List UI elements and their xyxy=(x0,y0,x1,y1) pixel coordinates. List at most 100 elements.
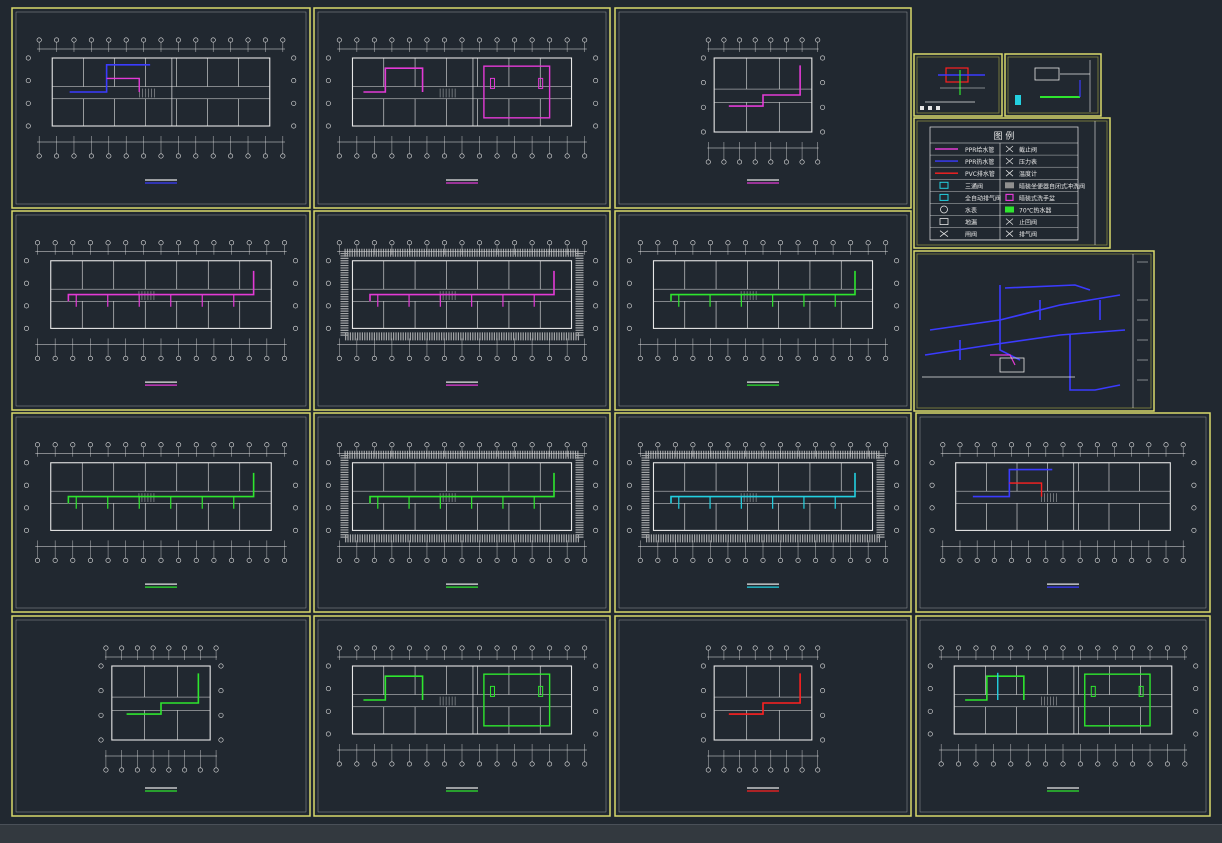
sheet-title-mark xyxy=(747,787,779,792)
floor-plan-sheet[interactable] xyxy=(614,615,912,817)
status-bar xyxy=(0,824,1222,843)
sheet-frame xyxy=(915,615,1211,817)
sheet-inner-border xyxy=(618,619,908,813)
legend-label: 排气阀 xyxy=(1019,231,1037,239)
building-outline xyxy=(50,260,272,329)
sheet-inner-border xyxy=(317,619,607,813)
gauge-icon xyxy=(1005,157,1014,165)
legend-table: 图 例 PPR给水管截止阀 PPR热水管 压力表 PVC排水管温度计三通阀 暗装坐便器自… xyxy=(929,126,1085,241)
axis-grid xyxy=(98,645,224,773)
sheet-frame xyxy=(614,615,912,817)
legend-label: 暗装式洗手盆 xyxy=(1019,194,1055,202)
legend-water-meter-icon xyxy=(940,205,948,214)
sheet-title-mark xyxy=(446,381,478,386)
pipe-run xyxy=(363,65,551,119)
hook-icon xyxy=(1005,230,1014,237)
legend-row: PPR给水管截止阀 xyxy=(930,145,1078,156)
detail-sheet-1 xyxy=(913,53,1003,117)
axis-grid xyxy=(700,37,826,165)
pipe-run xyxy=(972,468,1053,498)
sheet-title-mark xyxy=(145,381,177,386)
cad-drawing-canvas[interactable]: 图 例 PPR给水管截止阀 PPR热水管 压力表 PVC排水管温度计三通阀 暗装坐便器自… xyxy=(0,0,1222,824)
legend-label: 暗装坐便器自闭式冲洗阀 xyxy=(1019,182,1085,190)
interior-walls xyxy=(714,58,812,132)
legend-label: PPR热水管 xyxy=(965,158,994,166)
legend-row: 地漏止回阀 xyxy=(930,218,1078,228)
legend-row: PVC排水管温度计 xyxy=(930,169,1078,180)
floor-plan-sheet[interactable] xyxy=(313,7,611,209)
sheet-title-mark xyxy=(747,381,779,386)
legend-label: 压力表 xyxy=(1019,158,1037,166)
floor-plan-sheet[interactable] xyxy=(614,210,912,411)
legend-title: 图 例 xyxy=(994,130,1015,142)
legend-label: 温度计 xyxy=(1019,170,1037,178)
axis-grid xyxy=(325,37,599,159)
pipe-run xyxy=(363,673,551,727)
legend-row: 闸阀 排气阀 xyxy=(930,230,1078,241)
pipe-run xyxy=(728,65,801,107)
model-space-background xyxy=(0,0,1222,824)
sheet-inner-border xyxy=(919,416,1207,609)
legend-row: 三通阀 暗装坐便器自闭式冲洗阀 xyxy=(930,181,1085,192)
sheet-frame xyxy=(614,412,912,613)
axis-grid xyxy=(700,645,826,773)
legend-fixture-icon xyxy=(939,193,949,201)
floor-plan-sheet[interactable] xyxy=(915,412,1211,613)
interior-walls xyxy=(352,666,572,734)
building-outline xyxy=(652,462,874,531)
legend-fixture-icon xyxy=(939,181,949,189)
sheets-layer xyxy=(11,7,1211,817)
legend-label: 70℃热水器 xyxy=(1019,207,1051,215)
floor-plan-sheet[interactable] xyxy=(11,210,311,411)
meter-icon xyxy=(1005,169,1014,177)
floor-plan-sheet[interactable] xyxy=(313,210,611,411)
legend-label: 闸阀 xyxy=(965,231,977,239)
building-outline xyxy=(955,462,1171,531)
interior-walls xyxy=(653,462,873,531)
building-outline xyxy=(351,462,573,531)
sheet-title-mark xyxy=(747,583,779,588)
legend-label: 三通阀 xyxy=(965,182,983,190)
sheet-frame xyxy=(11,412,311,613)
legend-heater-icon xyxy=(1005,206,1014,213)
pipe-run xyxy=(69,64,151,93)
floor-plan-sheet[interactable] xyxy=(313,412,611,613)
floor-plan-sheet[interactable] xyxy=(614,7,912,209)
sheet-title-mark xyxy=(145,787,177,792)
floor-plan-sheet[interactable] xyxy=(614,412,912,613)
sheet-title-mark xyxy=(145,583,177,588)
building-outline xyxy=(351,57,573,127)
axis-grid xyxy=(23,240,299,361)
interior-walls xyxy=(955,462,1171,531)
floor-plan-sheet[interactable] xyxy=(11,615,311,817)
floor-plan-sheet[interactable] xyxy=(313,615,611,817)
sheet-title-mark xyxy=(446,583,478,588)
floor-plan-sheet[interactable] xyxy=(915,615,1211,817)
detail-sheet-2 xyxy=(1004,53,1102,117)
floor-plan-sheet[interactable] xyxy=(11,412,311,613)
sheet-inner-border xyxy=(618,214,908,407)
sheet-frame xyxy=(614,7,912,209)
legend-label: PPR给水管 xyxy=(965,146,994,154)
interior-walls xyxy=(352,58,572,126)
legend-row: 全自动排气阀暗装式洗手盆 xyxy=(930,193,1078,204)
interior-walls xyxy=(50,462,272,531)
sheet-title-mark xyxy=(1047,787,1079,792)
axis-grid xyxy=(929,442,1197,563)
sheet-inner-border xyxy=(317,416,607,609)
hatched-wall xyxy=(340,248,584,341)
building-outline xyxy=(50,462,272,531)
pipe-run xyxy=(126,673,200,715)
sheet-title-mark xyxy=(446,787,478,792)
sheet-inner-border xyxy=(15,11,307,205)
arrow-icon xyxy=(1005,218,1014,225)
sheet-frame xyxy=(313,615,611,817)
pipe-run xyxy=(369,472,555,509)
building-outline xyxy=(713,57,813,133)
sheet-inner-border xyxy=(15,416,307,609)
sheet-frame xyxy=(313,7,611,209)
sheet-title-mark xyxy=(1047,583,1079,588)
axis-grid xyxy=(927,645,1199,767)
floor-plan-sheet[interactable] xyxy=(11,7,311,209)
